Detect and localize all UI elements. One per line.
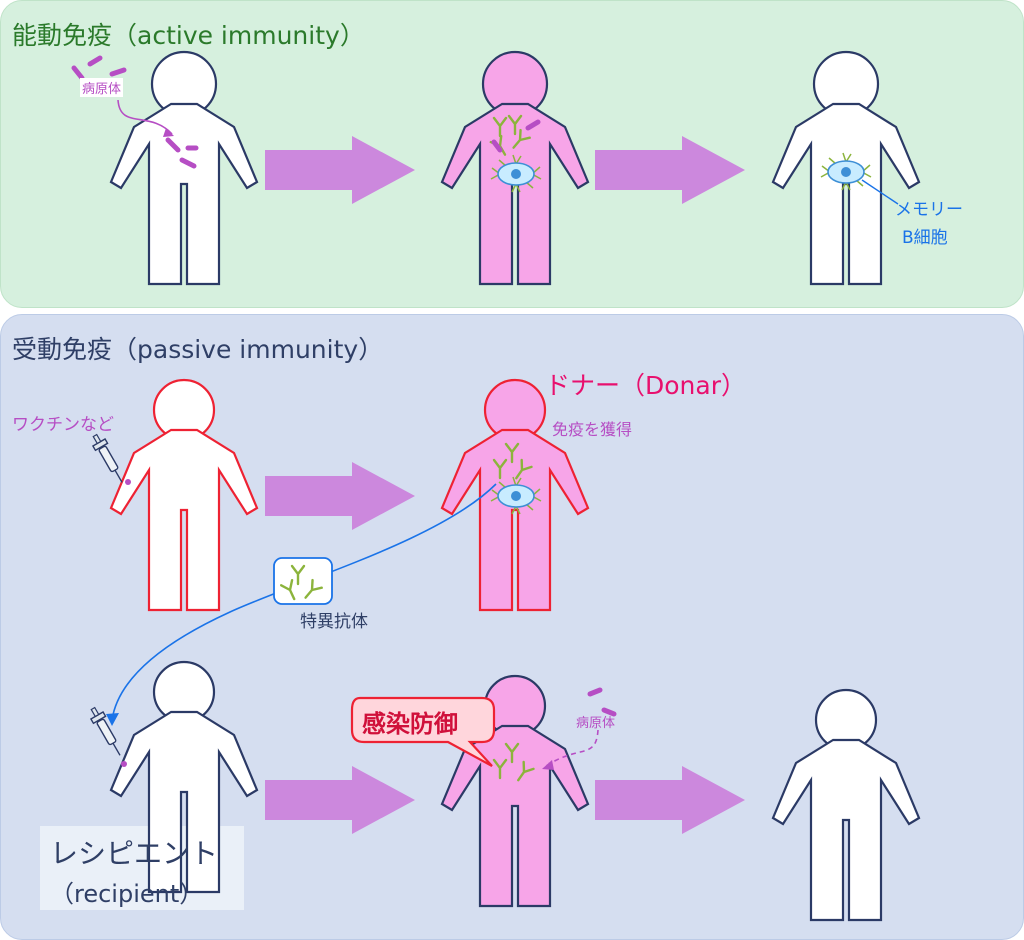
memory-label-line1: メモリー: [895, 200, 963, 220]
arrow-1: [265, 136, 415, 204]
antibody-transfer-path: [111, 483, 497, 721]
donor-label: ドナー（Donar）: [545, 371, 746, 400]
pathogen-label: 病原体: [80, 78, 124, 97]
vaccinated-person: [109, 378, 259, 612]
arrow-5: [595, 766, 745, 834]
vaccine-label: ワクチンなど: [12, 415, 114, 435]
recipient-label-line2: （recipient）: [50, 880, 204, 908]
active-person-2: [440, 50, 590, 286]
passive-immunity-title: 受動免疫（passive immunity）: [12, 335, 384, 364]
pathogen-label-2: 病原体: [576, 716, 616, 731]
recipient-label-line1: レシピエント: [50, 837, 219, 870]
antibody-box: [273, 557, 333, 605]
arrow-4: [265, 766, 415, 834]
active-person-3: [771, 50, 921, 286]
recipient-person: [109, 660, 259, 894]
antibody-label: 特異抗体: [300, 612, 368, 632]
protection-bubble: [350, 696, 496, 767]
arrow-3: [265, 462, 415, 530]
active-person-1: [109, 50, 259, 286]
healthy-person: [771, 688, 921, 922]
memory-label-line2: B細胞: [902, 228, 948, 248]
syringe-icon: [88, 431, 129, 487]
arrow-2: [595, 136, 745, 204]
infection-path: [117, 99, 173, 135]
donor-sublabel: 免疫を獲得: [552, 420, 633, 439]
active-immunity-title: 能動免疫（active immunity）: [12, 21, 365, 50]
pathogen-icon: [71, 55, 199, 169]
protection-label: 感染防御: [362, 710, 458, 738]
donor-person: [440, 378, 590, 612]
